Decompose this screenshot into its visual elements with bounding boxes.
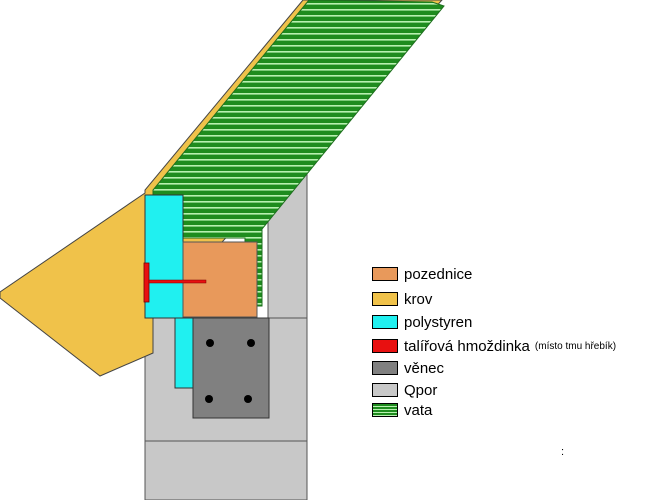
- hmozdinka-shank: [148, 279, 207, 284]
- hmozdinka-swatch: [372, 339, 398, 353]
- hmozdinka-plate: [143, 262, 150, 303]
- polystyren-lower: [174, 317, 194, 389]
- stray-mark: :: [561, 446, 565, 458]
- legend-item-krov: krov: [372, 290, 432, 308]
- pozednice-swatch: [372, 267, 398, 281]
- vata-swatch: [372, 403, 398, 417]
- legend-item-venec: věnec: [372, 359, 444, 377]
- legend-label: talířová hmoždinka: [404, 337, 530, 355]
- polystyren-swatch: [372, 315, 398, 329]
- legend-item-qpor: Qpor: [372, 381, 437, 399]
- rebar-dot: [244, 395, 252, 403]
- krov-swatch: [372, 292, 398, 306]
- rebar-dot: [205, 395, 213, 403]
- legend-label: pozednice: [404, 265, 473, 283]
- venec-swatch: [372, 361, 398, 375]
- legend-label: krov: [404, 290, 433, 308]
- qpor-swatch: [372, 383, 398, 397]
- legend-item-polystyren: polystyren: [372, 313, 472, 331]
- legend-label: vata: [404, 401, 433, 419]
- legend-label: věnec: [404, 359, 445, 377]
- legend-label: polystyren: [404, 313, 473, 331]
- legend-item-pozednice: pozednice: [372, 265, 472, 283]
- pozednice-beam: [182, 241, 258, 318]
- legend-item-hmozdinka: talířová hmoždinka (místo tmu hřebík): [372, 337, 616, 355]
- polystyren-upper: [144, 194, 184, 319]
- legend-label: Qpor: [404, 381, 438, 399]
- rebar-dot: [206, 339, 214, 347]
- legend-item-vata: vata: [372, 401, 432, 419]
- legend-note: (místo tmu hřebík): [534, 340, 617, 352]
- venec-beam: [192, 317, 270, 419]
- rebar-dot: [247, 339, 255, 347]
